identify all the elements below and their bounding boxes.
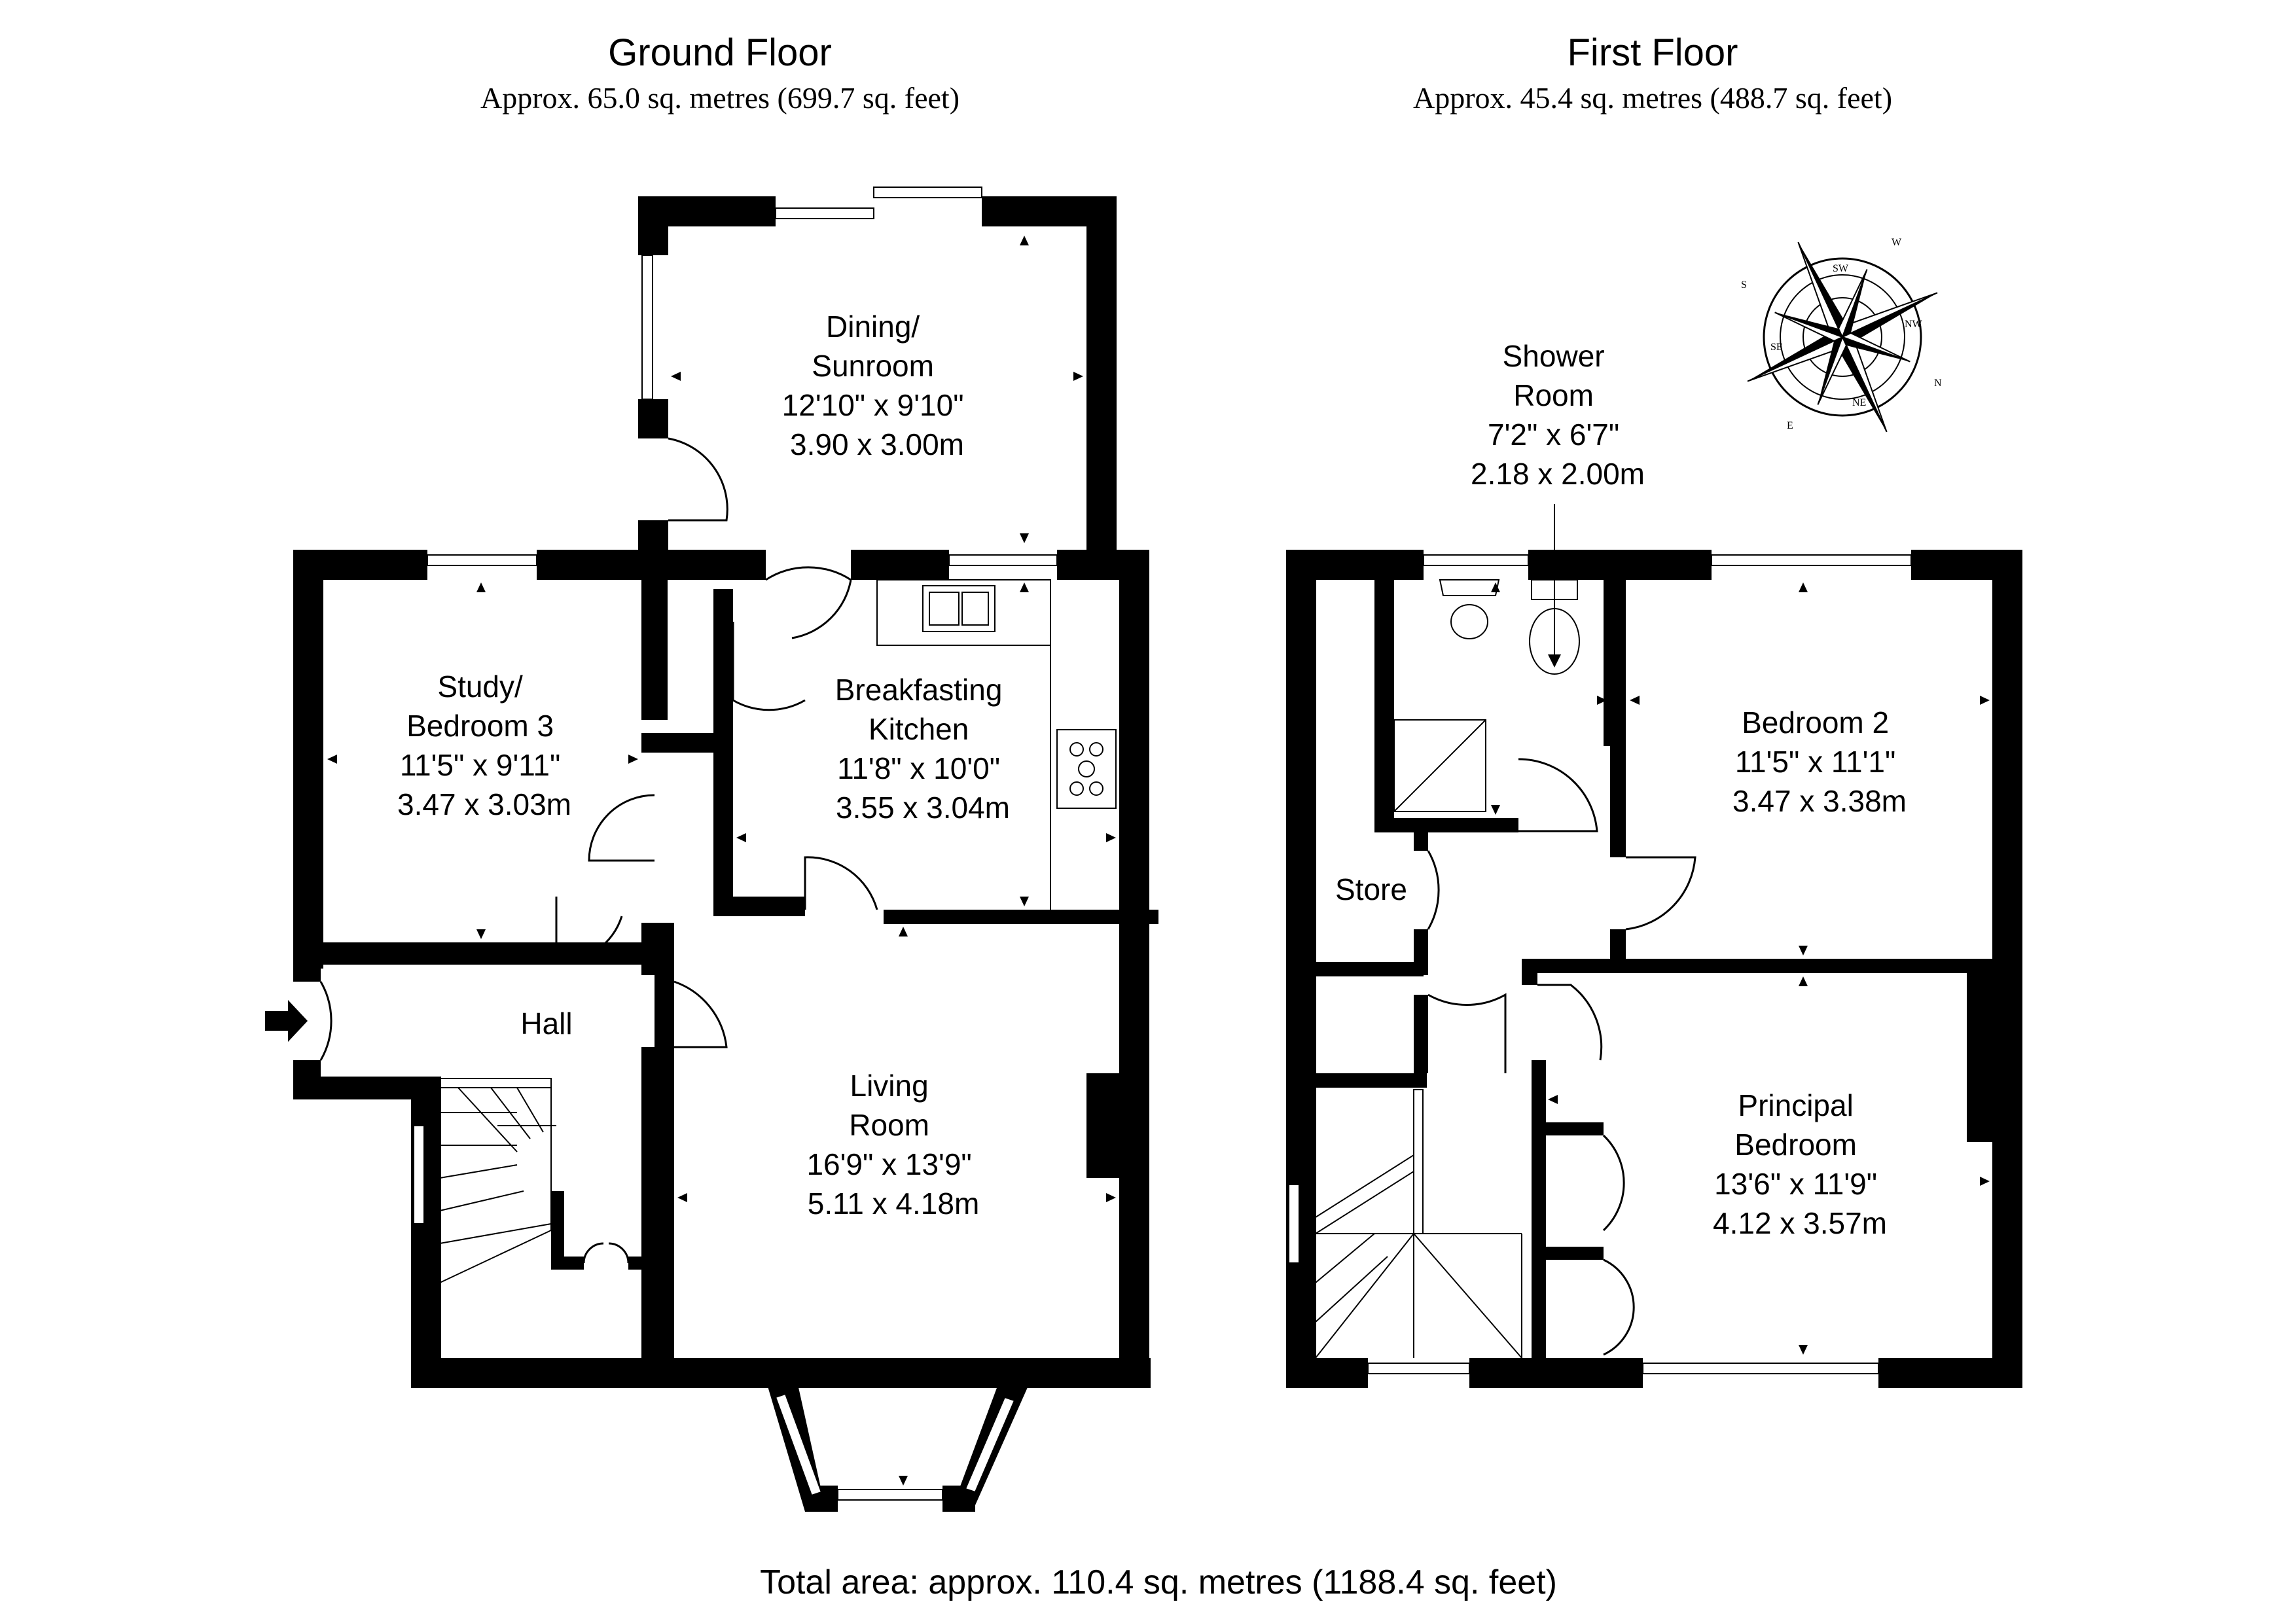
room-label-shower: Shower Room 7'2" x 6'7" 2.18 x 2.00m [1471,339,1645,491]
compass-minor-se: SE [1770,342,1783,353]
room-label-living: Living Room 16'9" x 13'9" 5.11 x 4.18m [806,1069,980,1221]
compass-letter-e: E [1787,420,1793,431]
first-floor-plan [1286,504,2022,1388]
room-label-kitchen: Breakfasting Kitchen 11'8" x 10'0" 3.55 … [835,673,1011,825]
room-label-bedroom-2: Bedroom 2 11'5" x 11'1" 3.47 x 3.38m [1732,705,1907,818]
compass-letter-w: W [1892,237,1902,248]
compass-minor-sw: SW [1833,263,1849,274]
ground-floor-plan [265,187,1158,1512]
room-label-principal-bedroom: Principal Bedroom 13'6" x 11'9" 4.12 x 3… [1713,1088,1887,1240]
compass-letter-n: N [1934,378,1942,389]
entrance-arrow-icon [265,1000,308,1042]
room-label-store: Store [1335,872,1407,906]
ground-floor-title: Ground Floor [608,31,832,74]
compass-rose-icon: W S N E SW NW NE SE [1741,237,1942,433]
room-label-study: Study/ Bedroom 3 11'5" x 9'11" 3.47 x 3.… [397,669,571,821]
compass-minor-nw: NW [1905,319,1923,330]
first-floor-area: Approx. 45.4 sq. metres (488.7 sq. feet) [1413,81,1892,115]
total-area: Total area: approx. 110.4 sq. metres (11… [760,1563,1557,1601]
compass-minor-ne: NE [1852,397,1866,408]
ground-floor-area: Approx. 65.0 sq. metres (699.7 sq. feet) [480,81,960,115]
room-label-hall: Hall [520,1007,572,1041]
compass-letter-s: S [1741,279,1747,291]
first-floor-title: First Floor [1568,31,1738,74]
room-label-dining: Dining/ Sunroom 12'10" x 9'10" 3.90 x 3.… [782,310,973,461]
